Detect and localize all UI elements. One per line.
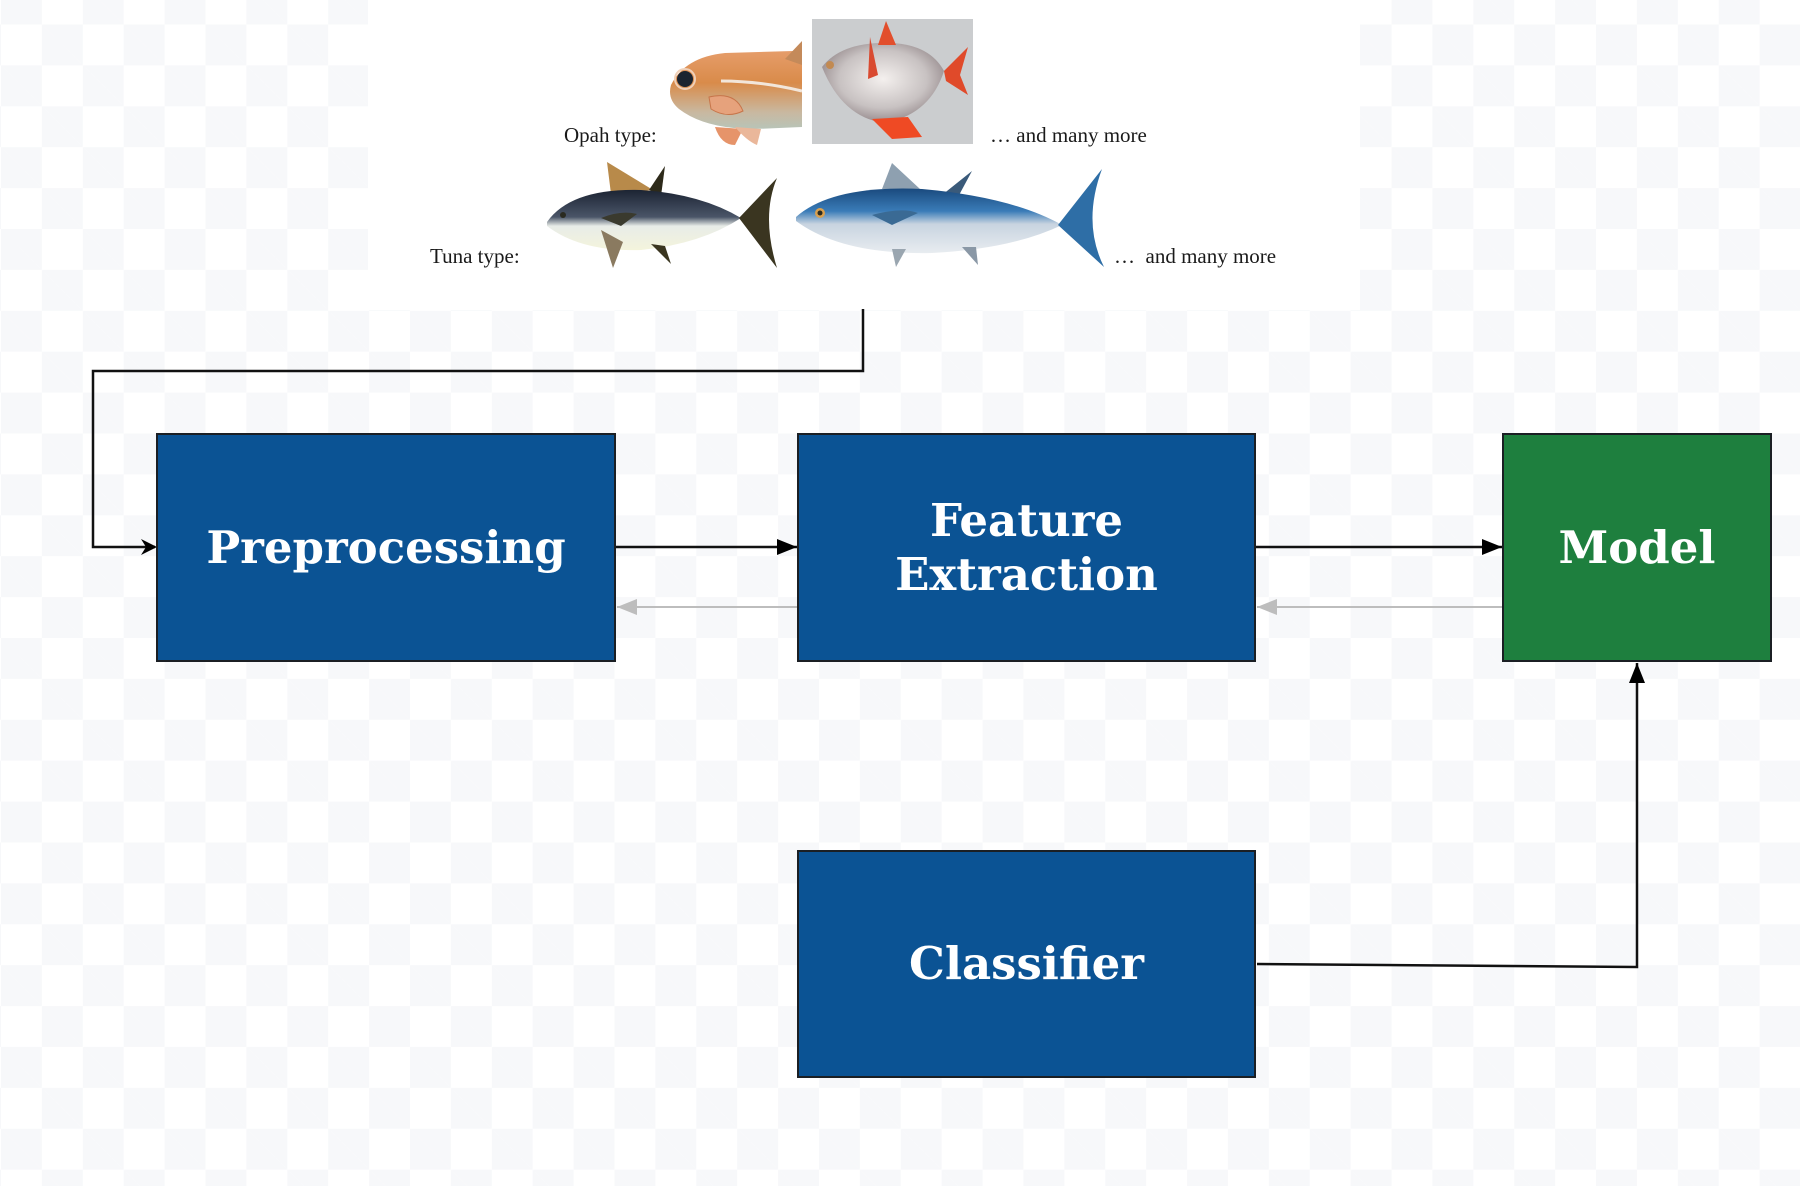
model-box[interactable]: Model [1502, 433, 1772, 662]
classifier-label: Classifier [909, 937, 1144, 990]
opah-more-label: … and many more [990, 123, 1147, 147]
feature-extraction-label-line2: Extraction [895, 547, 1158, 601]
feature-extraction-label-line1: Feature [929, 493, 1124, 547]
bluefin-tuna-image [796, 163, 1104, 267]
classifier-to-model-arrow [1256, 663, 1645, 969]
yellowfin-tuna-image [547, 162, 777, 268]
model-label: Model [1558, 520, 1716, 574]
classifier-box[interactable]: Classifier [797, 850, 1256, 1078]
opah-type-label: Opah type: [564, 123, 657, 147]
feature-extraction-box[interactable]: Feature Extraction [797, 433, 1256, 662]
preprocessing-box[interactable]: Preprocessing [156, 433, 616, 662]
tuna-more-label: … and many more [1114, 244, 1277, 268]
tuna-type-label: Tuna type: [430, 244, 520, 268]
preprocessing-label: Preprocessing [206, 520, 566, 574]
opah-photo-image [812, 19, 973, 144]
fish-samples-panel: Opah type: [368, 0, 1360, 310]
orange-rockfish-image [670, 41, 802, 145]
